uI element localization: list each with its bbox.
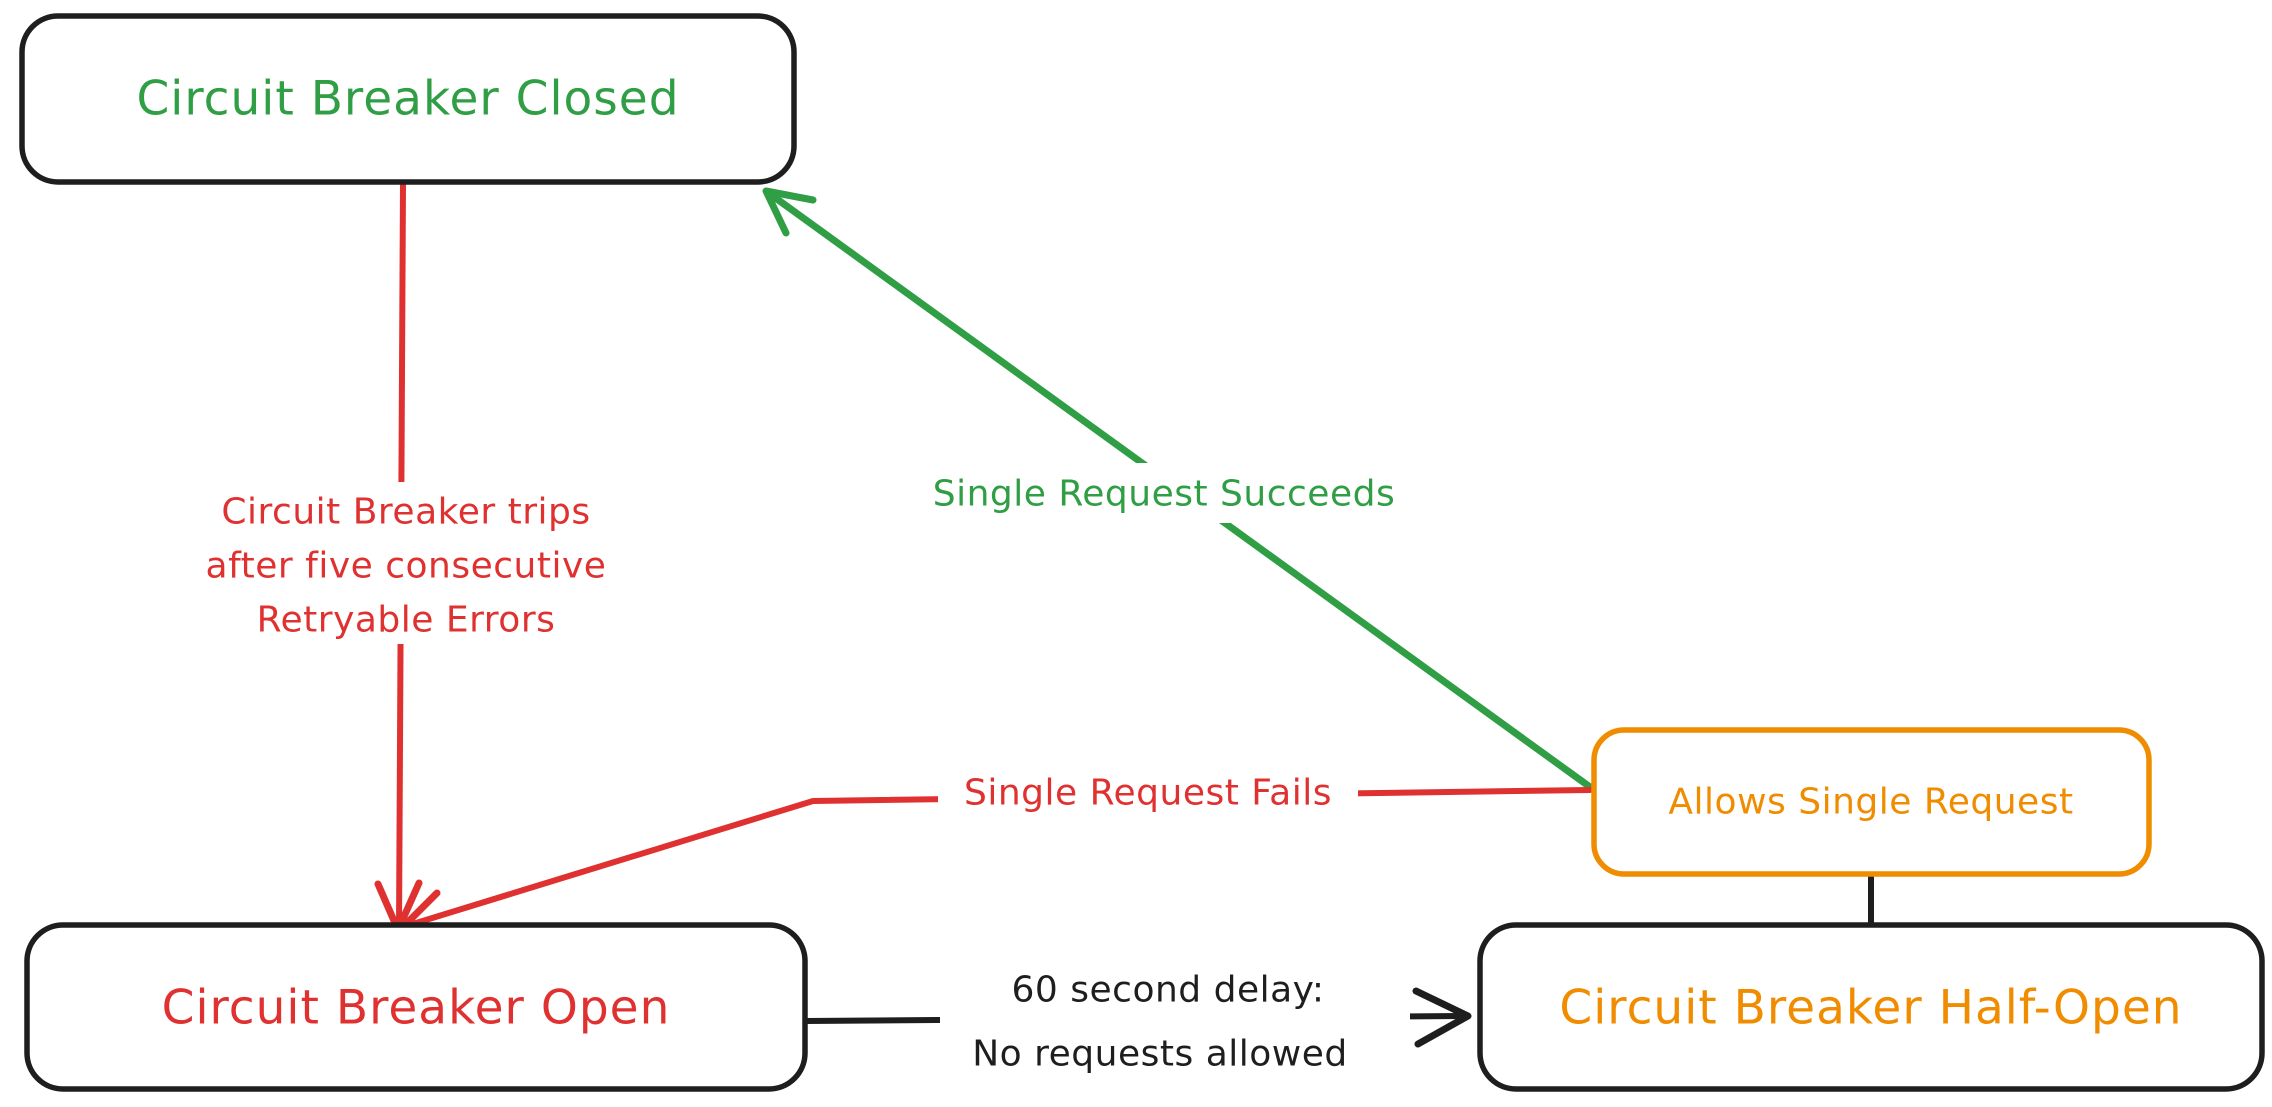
succeeds-label-bg — [905, 463, 1423, 523]
trips-label-line1: Circuit Breaker trips — [221, 492, 590, 533]
allows-box — [1591, 727, 2152, 877]
edge-allows-to-closed: Single Request Succeeds — [762, 187, 1594, 791]
closed-box-label: Circuit Breaker Closed — [136, 72, 679, 127]
trips-label-line3: Retryable Errors — [257, 600, 556, 641]
edge-open-to-halfopen: 60 second delay: No requests allowed — [803, 958, 1472, 1075]
trips-label-bg — [178, 482, 634, 644]
succeeds-arrowhead-icon — [762, 187, 817, 237]
delay-label-line2: No requests allowed — [972, 1034, 1347, 1075]
fails-label: Single Request Fails — [964, 773, 1332, 814]
edge-closed-to-open: Circuit Breaker trips after five consecu… — [178, 181, 634, 934]
node-allows-single-request: Allows Single Request — [1591, 727, 2152, 877]
edge-allows-to-open: Single Request Fails — [399, 764, 1593, 944]
node-circuit-breaker-half-open: Circuit Breaker Half-Open — [1477, 922, 2265, 1092]
open-box — [24, 922, 808, 1092]
closed-box — [19, 13, 797, 185]
node-circuit-breaker-closed: Circuit Breaker Closed — [19, 13, 797, 185]
succeeds-label: Single Request Succeeds — [933, 474, 1395, 515]
delay-label-bg — [940, 958, 1410, 1070]
open-box-label: Circuit Breaker Open — [162, 981, 671, 1036]
half-open-box — [1477, 922, 2265, 1092]
trips-label-line2: after five consecutive — [206, 546, 607, 587]
delay-label-line1: 60 second delay: — [1012, 970, 1325, 1011]
half-open-box-label: Circuit Breaker Half-Open — [1559, 981, 2182, 1036]
delay-arrowhead-icon — [1412, 987, 1472, 1048]
allows-box-label: Allows Single Request — [1668, 782, 2073, 823]
node-circuit-breaker-open: Circuit Breaker Open — [24, 922, 808, 1092]
fails-label-bg — [938, 764, 1358, 822]
